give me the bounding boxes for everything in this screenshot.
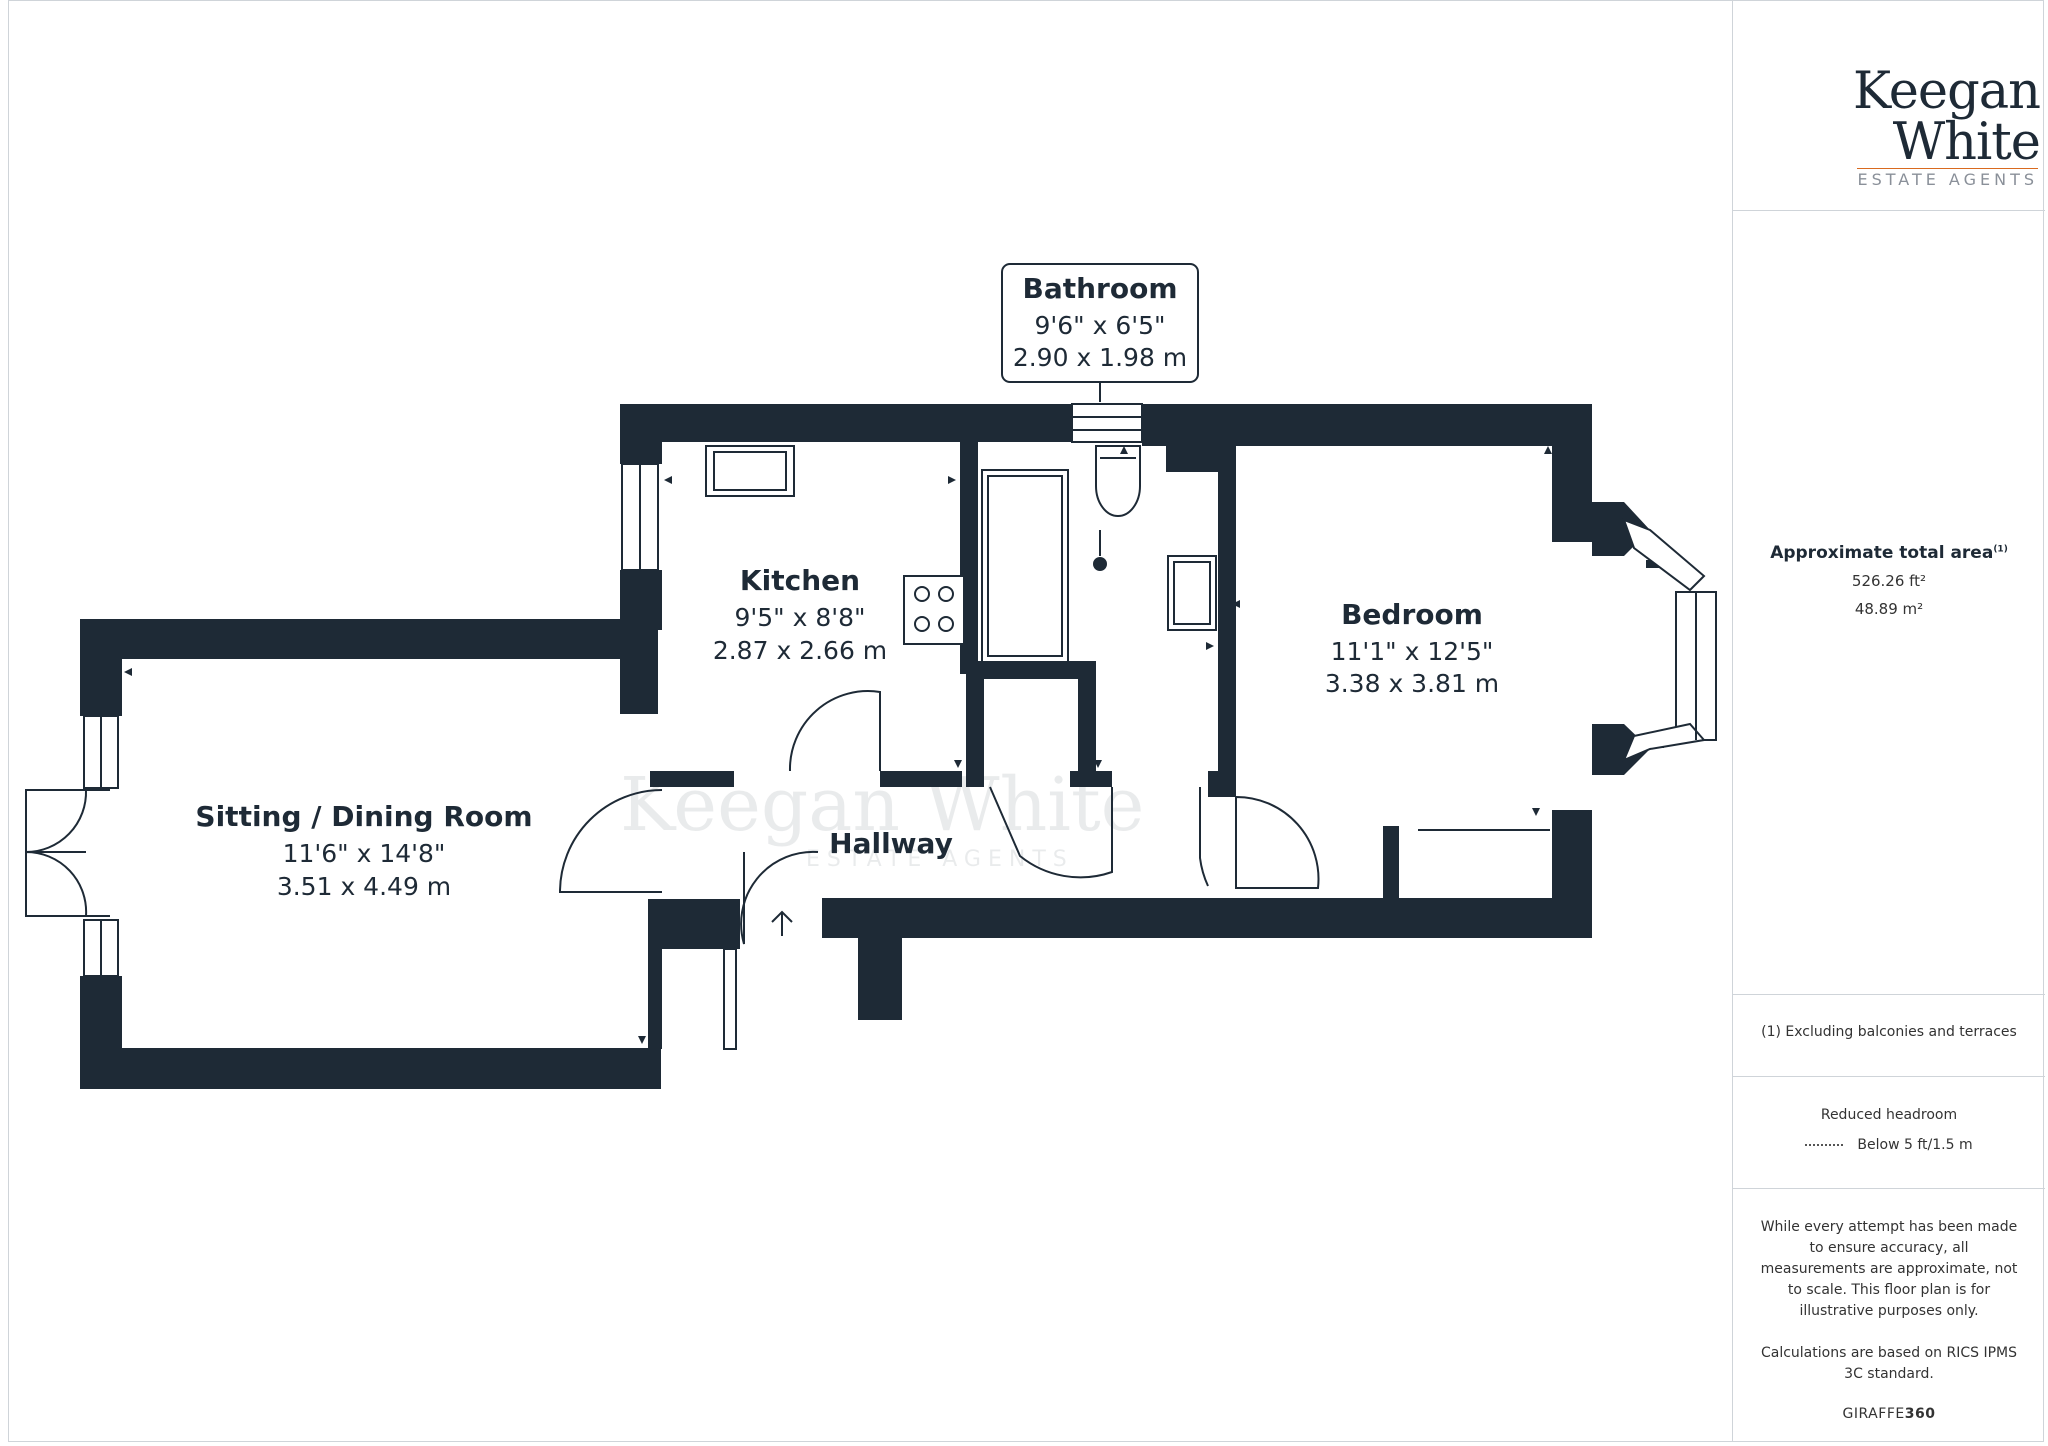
bedroom-imperial: 11'1" x 12'5" — [1331, 637, 1494, 666]
wall-sitting-hall-block — [648, 899, 740, 949]
area-title: Approximate total area(1) — [1733, 543, 2045, 563]
kitchen-door — [788, 690, 881, 772]
wall-kitchen-bottom-left — [650, 771, 734, 787]
hallway-name: Hallway — [829, 827, 953, 860]
sitting-room-imperial: 11'6" x 14'8" — [283, 839, 446, 868]
logo-name: Keegan White — [1853, 62, 2041, 172]
wall-bath-door-post — [1208, 771, 1236, 797]
wall-sitting-kitchen-stub — [620, 619, 658, 714]
entrance-door — [740, 850, 819, 945]
excluding-section: (1) Excluding balconies and terraces — [1733, 994, 2045, 1077]
wall-cupboard-bottom — [1070, 771, 1112, 787]
windows — [83, 403, 1143, 1050]
cupboard-door — [723, 948, 737, 1050]
bedroom-label: Bedroom 11'1" x 12'5" 3.38 x 3.81 m — [1325, 598, 1499, 698]
area-sqm: 48.89 m² — [1854, 600, 1924, 618]
wall-kitchen-bottom-right — [880, 771, 962, 787]
toilet — [1095, 445, 1141, 517]
fixtures — [705, 445, 1550, 831]
bedroom-name: Bedroom — [1341, 598, 1483, 631]
area-sqft: 526.26 ft² — [1851, 572, 1927, 590]
bay-window-bottom — [1622, 722, 1706, 762]
headroom-legend-text: Below 5 ft/1.5 m — [1857, 1137, 1973, 1153]
wall-top-left — [620, 404, 1072, 442]
sitting-room-name: Sitting / Dining Room — [195, 800, 532, 833]
area-title-text: Approximate total area — [1770, 543, 1994, 563]
wall-bottom-pillar — [858, 930, 902, 1020]
cupboard-hall-door — [989, 786, 1113, 879]
giraffe-credit: GIRAFFE360 — [1733, 1406, 2045, 1422]
wall-kitchen-left-lower — [620, 570, 662, 630]
excluding-note: (1) Excluding balconies and terraces — [1761, 1024, 2017, 1040]
headroom-title: Reduced headroom — [1820, 1107, 1958, 1123]
sitting-room-door — [558, 789, 663, 893]
bathroom-metric: 2.90 x 1.98 m — [1013, 343, 1187, 372]
doors — [25, 690, 1320, 945]
floor-plan: Keegan White ESTATE AGENTS — [25, 263, 1717, 1089]
bathroom-imperial: 9'6" x 6'5" — [1034, 311, 1165, 340]
wall-cupboard-left-b — [966, 661, 984, 787]
kitchen-imperial: 9'5" x 8'8" — [734, 603, 865, 632]
wall-bath-cupboard-top — [966, 661, 1094, 679]
info-sidebar: Approximate total area(1) 526.26 ft² 48.… — [1732, 0, 2045, 1442]
disclaimer-text: While every attempt has been made to ens… — [1760, 1219, 2018, 1319]
sitting-room-label: Sitting / Dining Room 11'6" x 14'8" 3.51… — [195, 800, 532, 901]
wall-sitting-bottom — [80, 1048, 661, 1089]
wall-bath-bedroom — [1218, 442, 1236, 782]
brand-logo: Keegan White ESTATE AGENTS — [1736, 62, 2041, 189]
area-section: Approximate total area(1) 526.26 ft² 48.… — [1733, 210, 2045, 991]
bay-windows — [1622, 518, 1717, 762]
bathroom-name: Bathroom — [1022, 272, 1177, 305]
headroom-legend: Below 5 ft/1.5 m — [1733, 1137, 2045, 1153]
wall-cupboard-left — [648, 949, 662, 1049]
bathroom-door — [1199, 787, 1209, 887]
bay-window-top — [1622, 518, 1706, 592]
bathroom-label: Bathroom 9'6" x 6'5" 2.90 x 1.98 m — [1001, 263, 1199, 402]
bathroom-vent — [1071, 403, 1143, 443]
calculations-text: Calculations are based on RICS IPMS 3C s… — [1760, 1345, 2018, 1382]
credit-suffix: 360 — [1904, 1406, 1936, 1422]
french-door-lower — [25, 850, 110, 917]
logo-tagline: ESTATE AGENTS — [1857, 168, 2038, 189]
kitchen-metric: 2.87 x 2.66 m — [713, 636, 887, 665]
kitchen-name: Kitchen — [740, 564, 860, 597]
sitting-room-metric: 3.51 x 4.49 m — [277, 872, 451, 901]
wall-top-right — [1142, 404, 1592, 446]
entrance-arrow-icon — [771, 910, 793, 936]
french-door-upper — [25, 789, 110, 853]
bedroom-door — [1235, 795, 1320, 889]
dotted-line-icon — [1805, 1144, 1844, 1146]
walls — [80, 404, 1664, 1089]
wall-sitting-left-upper — [80, 619, 122, 716]
bathroom-light — [1093, 557, 1107, 571]
disclaimer-section: While every attempt has been made to ens… — [1733, 1188, 2045, 1443]
measure-markers — [124, 446, 1552, 1044]
credit-prefix: GIRAFFE — [1842, 1406, 1905, 1422]
wall-cupboard-right — [1078, 661, 1096, 787]
hob — [903, 575, 965, 645]
bedroom-metric: 3.38 x 3.81 m — [1325, 669, 1499, 698]
wall-bedroom-right-upper — [1552, 404, 1592, 542]
wall-bottom — [822, 898, 1592, 938]
area-footnote-mark: (1) — [1993, 544, 2008, 555]
headroom-section: Reduced headroom Below 5 ft/1.5 m — [1733, 1076, 2045, 1189]
kitchen-label: Kitchen 9'5" x 8'8" 2.87 x 2.66 m — [713, 564, 887, 665]
wall-sitting-top — [80, 619, 658, 659]
